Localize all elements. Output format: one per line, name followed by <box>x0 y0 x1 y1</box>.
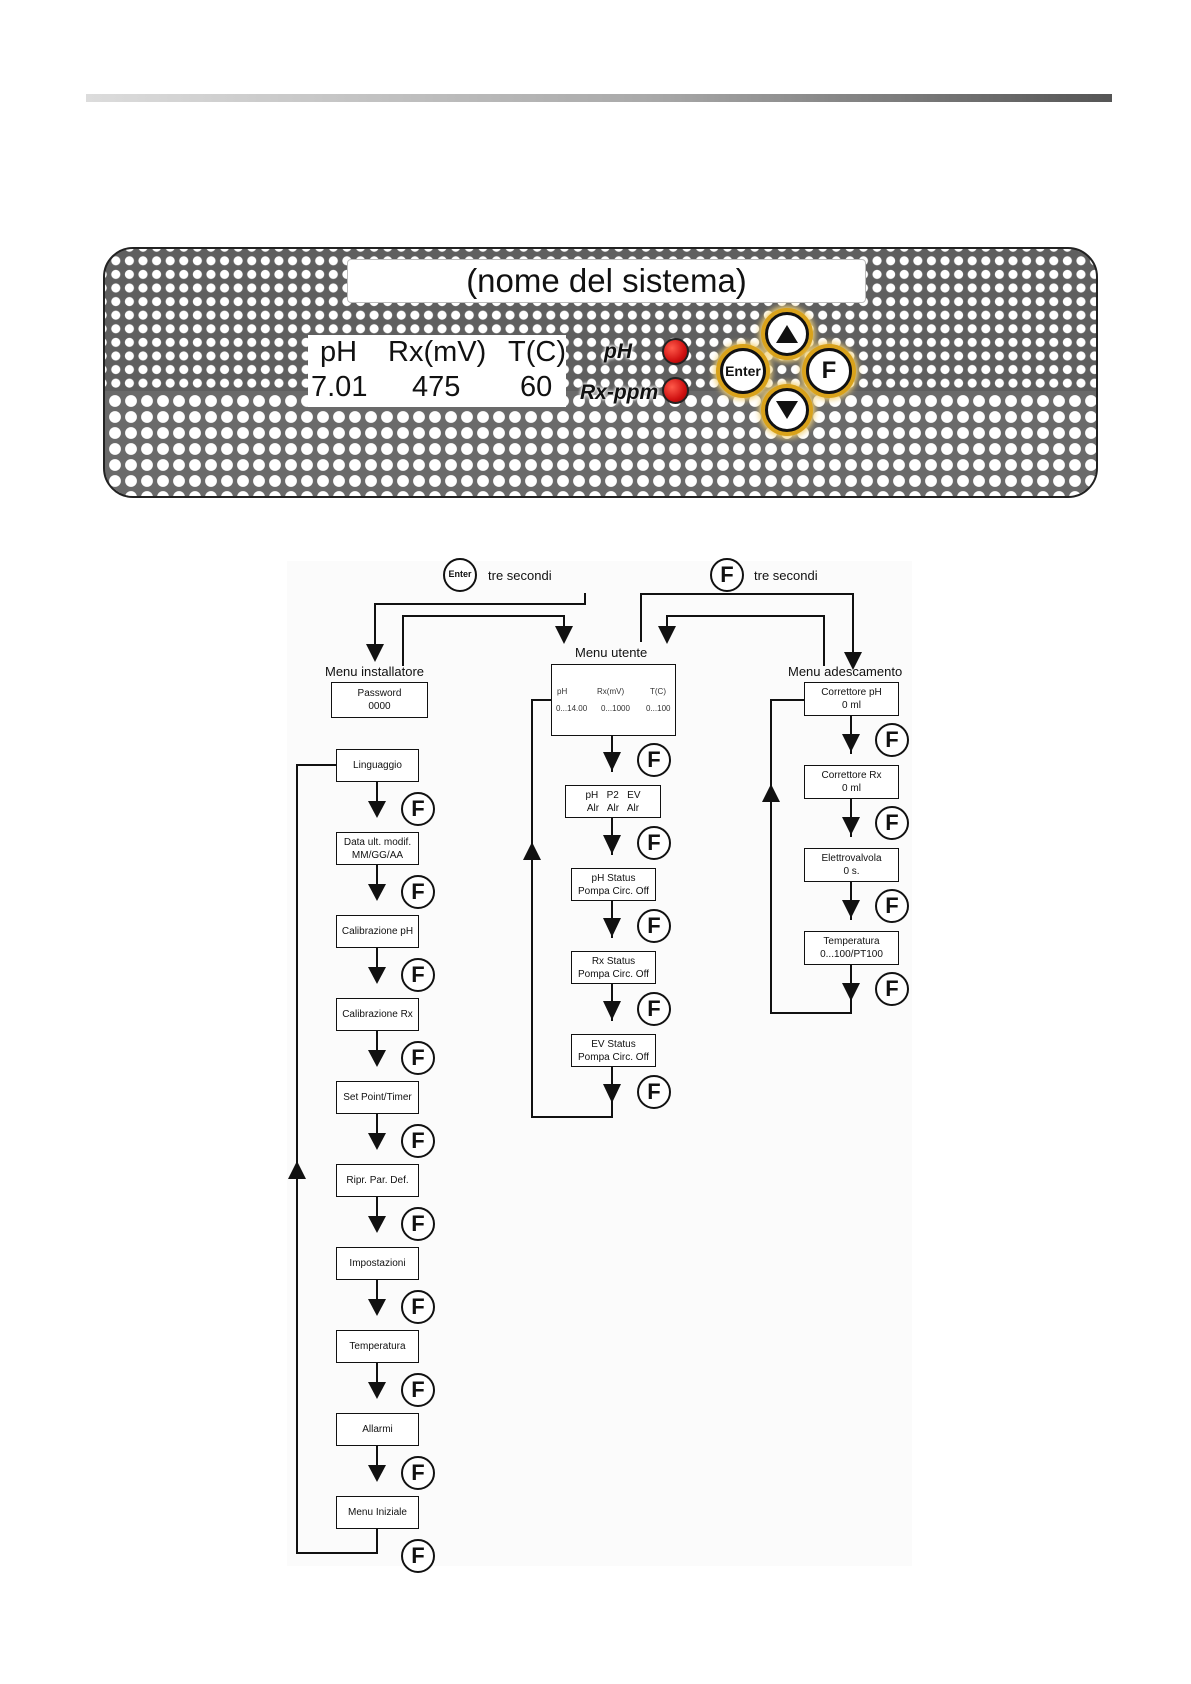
f-step-icon: F <box>401 1456 435 1490</box>
f-button[interactable]: F <box>806 348 852 394</box>
installer-item-calibrazione-ph: Calibrazione pH <box>336 915 419 948</box>
installer-item-linguaggio: Linguaggio <box>336 749 419 782</box>
installer-menu-title: Menu installatore <box>325 664 424 679</box>
system-name-display: (nome del sistema) <box>347 259 866 303</box>
lcd-header-temp: T(C) <box>508 336 566 368</box>
installer-item-temperatura: Temperatura <box>336 1330 419 1363</box>
f-step-icon: F <box>637 992 671 1026</box>
installer-item-data: Data ult. modif.MM/GG/AA <box>336 832 419 865</box>
installer-item-menu-iniziale: Menu Iniziale <box>336 1496 419 1529</box>
f-step-icon: F <box>875 806 909 840</box>
f-step-icon: F <box>401 1290 435 1324</box>
enter-button[interactable]: Enter <box>720 348 766 394</box>
lcd-header-ph: pH <box>320 336 358 368</box>
priming-menu-title: Menu adescamento <box>788 664 903 679</box>
triangle-down-icon <box>776 401 798 419</box>
installer-item-calibrazione-rx: Calibrazione Rx <box>336 998 419 1031</box>
down-button[interactable] <box>765 388 809 432</box>
f-step-icon: F <box>401 1539 435 1573</box>
f-step-icon: F <box>875 889 909 923</box>
installer-item-allarmi: Allarmi <box>336 1413 419 1446</box>
installer-item-set-point: Set Point/Timer <box>336 1081 419 1114</box>
installer-item-ripristino: Ripr. Par. Def. <box>336 1164 419 1197</box>
installer-item-impostazioni: Impostazioni <box>336 1247 419 1280</box>
f-trigger-icon: F <box>710 558 744 592</box>
f-step-icon: F <box>637 1075 671 1109</box>
up-button[interactable] <box>765 312 809 356</box>
user-menu-title: Menu utente <box>575 645 648 660</box>
lcd-header-rx: Rx(mV) <box>388 336 487 368</box>
enter-trigger-icon: Enter <box>443 558 477 592</box>
f-step-icon: F <box>401 1041 435 1075</box>
led-label-ph: pH <box>604 340 632 363</box>
f-step-icon: F <box>401 792 435 826</box>
user-menu-display: pH Rx(mV) T(C) 0...14.00 0...1000 0...10… <box>551 664 676 736</box>
header-rule <box>86 94 1112 102</box>
enter-trigger-label: tre secondi <box>488 568 552 583</box>
f-step-icon: F <box>875 723 909 757</box>
f-step-icon: F <box>401 1207 435 1241</box>
led-ph-indicator <box>662 338 689 365</box>
led-rx-ppm-indicator <box>662 377 689 404</box>
led-label-rx-ppm: Rx-ppm <box>580 381 659 404</box>
f-step-icon: F <box>401 958 435 992</box>
f-step-icon: F <box>875 972 909 1006</box>
lcd-display: pH Rx(mV) T(C) 7.01 475 60 <box>308 335 566 407</box>
lcd-value-ph: 7.01 <box>311 371 368 403</box>
f-step-icon: F <box>401 1373 435 1407</box>
lcd-value-temp: 60 <box>520 371 553 403</box>
f-trigger-label: tre secondi <box>754 568 818 583</box>
f-step-icon: F <box>637 743 671 777</box>
triangle-up-icon <box>776 325 798 343</box>
lcd-value-rx: 475 <box>412 371 461 403</box>
f-step-icon: F <box>637 909 671 943</box>
f-step-icon: F <box>401 875 435 909</box>
f-step-icon: F <box>401 1124 435 1158</box>
f-step-icon: F <box>637 826 671 860</box>
